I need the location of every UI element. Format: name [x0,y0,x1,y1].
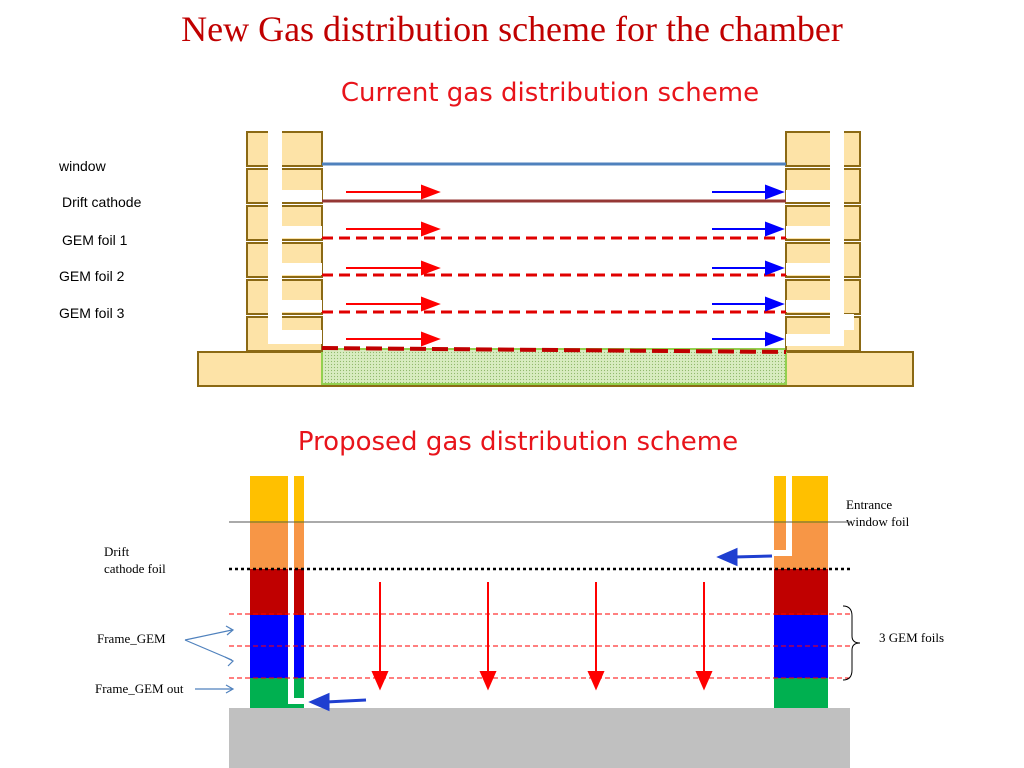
label-gem-foil-3: GEM foil 3 [59,305,125,321]
left-frame-stack [246,131,323,352]
label-gem-foil-2: GEM foil 2 [59,268,125,284]
inflow-arrows [346,184,441,347]
label-frame-gem: Frame_GEM [97,631,166,646]
current-scheme-heading: Current gas distribution scheme [340,78,760,108]
left-frame-column [250,476,304,708]
label-frame-gem-out: Frame_GEM out [95,681,184,696]
label-3-gem-foils: 3 GEM foils [879,630,944,645]
gem-foils-brace [842,605,861,681]
label-entrance-line-1: Entrance [846,497,893,512]
right-gas-channel [786,128,854,346]
readout-dashed-line [321,346,787,354]
proposed-scheme-heading: Proposed gas distribution scheme [297,427,739,457]
downflow-arrows [371,582,713,691]
frame-gem-callouts [184,625,235,694]
left-gas-channel [268,128,322,344]
current-scheme [197,128,914,387]
right-frame-column [774,476,828,708]
label-drift-line-2: cathode foil [104,561,166,576]
label-gem-foil-1: GEM foil 1 [62,232,128,248]
page-title: New Gas distribution scheme for the cham… [181,9,843,49]
proposed-base [229,708,850,768]
label-window: window [59,158,106,174]
label-drift-line-1: Drift [104,544,130,559]
label-entrance-window-foil: Entrance window foil [846,496,909,530]
label-drift-cathode: Drift cathode [62,194,142,210]
label-drift-cathode-foil: Drift cathode foil [104,543,166,577]
readout-board [321,348,787,385]
outflow-arrows [712,184,785,347]
label-entrance-line-2: window foil [846,514,910,529]
proposed-outflow-arrows [308,547,773,712]
proposed-scheme [184,476,861,768]
